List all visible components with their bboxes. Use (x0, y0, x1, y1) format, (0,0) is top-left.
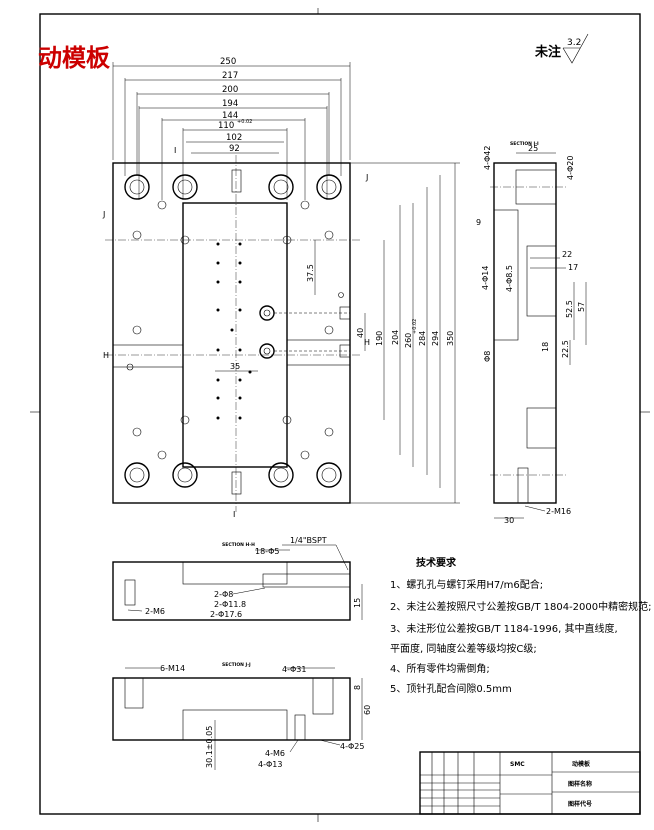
dim-22-5: 22.5 (561, 340, 570, 358)
dim-phi8: Φ8 (483, 351, 492, 362)
dim-18: 18 (541, 342, 550, 352)
technical-requirements: 技术要求 1、螺孔孔与螺钉采用H7/m6配合; 2、未注公差按照尺寸公差按GB/… (390, 556, 652, 695)
roughness-symbol-icon (562, 33, 589, 64)
dim-37-5: 37.5 (306, 264, 315, 282)
dim-15: 15 (353, 598, 362, 608)
dim-260: 260 (404, 333, 413, 348)
callout-4-m6: 4-M6 (265, 749, 285, 758)
requirement-5: 5、顶针孔配合间隙0.5mm (390, 682, 512, 695)
callout-6-m14: 6-M14 (160, 664, 185, 673)
dim-40: 40 (356, 328, 365, 338)
requirement-1: 1、螺孔孔与螺钉采用H7/m6配合; (390, 578, 543, 591)
roughness-value: 3.2 (567, 38, 581, 48)
dim-30-1: 30.1±0.05 (205, 726, 214, 768)
section-mark-j-left: J (102, 210, 105, 219)
dim-200: 200 (222, 85, 238, 95)
section-mark-i-bottom: I (233, 510, 235, 519)
dim-204: 204 (391, 330, 400, 345)
dim-60: 60 (363, 705, 372, 715)
section-j-j-label: SECTION J-J (222, 662, 251, 668)
dim-22: 22 (562, 250, 572, 259)
requirement-3-cont: 平面度, 同轴度公差等级均按C级; (390, 642, 537, 655)
dim-110-tolerance: +0.02 (237, 119, 252, 125)
callout-4-phi13: 4-Φ13 (258, 760, 282, 769)
callout-18-phi5: 18-Φ5 (255, 547, 279, 556)
dim-102: 102 (226, 133, 242, 143)
dim-25: 25 (528, 144, 538, 153)
title-block-org: SMC (510, 761, 525, 768)
dim-52-5: 52.5 (565, 300, 574, 318)
callout-2-phi8: 2-Φ8 (214, 590, 233, 599)
requirement-3: 3、未注形位公差按GB/T 1184-1996, 其中直线度, (390, 622, 618, 635)
title-block-label-code: 图样代号 (568, 800, 592, 808)
requirements-heading: 技术要求 (416, 556, 457, 569)
dim-2-m16: 2-M16 (546, 507, 571, 516)
callout-2-m6: 2-M6 (145, 607, 165, 616)
dim-30: 30 (504, 516, 514, 525)
dim-92: 92 (229, 144, 240, 154)
dim-4-phi20: 4-Φ20 (566, 156, 575, 180)
section-i-i: SECTION I-I 25 4-Φ42 4-Φ20 9 22 17 4-Φ14… (476, 141, 587, 525)
dim-217: 217 (222, 71, 238, 81)
requirement-4: 4、所有零件均需倒角; (390, 662, 490, 675)
callout-4-phi25: 4-Φ25 (340, 742, 364, 751)
drawing-title: 动模板 (38, 43, 111, 72)
dim-4-phi8-5: 4-Φ8.5 (505, 265, 514, 292)
section-mark-i-top: I (174, 146, 176, 155)
section-h-h-label: SECTION H-H (222, 542, 255, 548)
section-mark-j-right: J (365, 173, 368, 182)
drawing-border (39, 13, 641, 815)
dim-144: 144 (222, 111, 238, 121)
dim-17: 17 (568, 263, 578, 272)
dim-8: 8 (353, 685, 362, 690)
section-j-j: SECTION J-J 6-M14 4-Φ31 4-Φ25 4-M6 4-Φ13… (112, 662, 372, 770)
plan-vertical-dims: 37.5 40 190 204 260 +0.02 284 294 350 35 (215, 162, 460, 504)
dim-260-tolerance: +0.02 (412, 319, 418, 334)
dim-57: 57 (577, 302, 586, 312)
section-j-j-body (112, 677, 351, 741)
dim-9: 9 (476, 218, 481, 227)
roughness-label: 未注 (534, 44, 561, 60)
callout-2-phi11-8: 2-Φ11.8 (214, 600, 246, 609)
section-h-h: SECTION H-H 18-Φ5 1/4"BSPT 2-Φ8 2-Φ11.8 … (112, 536, 363, 621)
section-mark-h-right: H (364, 338, 370, 347)
roughness-note: 未注 3.2 (534, 33, 589, 64)
callout-bspt: 1/4"BSPT (290, 536, 327, 545)
section-i-i-label: SECTION I-I (510, 141, 539, 147)
dim-194: 194 (222, 99, 238, 109)
section-mark-h-left: H (103, 351, 109, 360)
dim-35: 35 (230, 362, 240, 371)
section-i-i-body (493, 162, 557, 504)
plan-view: I I J J H H (102, 146, 370, 519)
dim-250: 250 (220, 57, 236, 67)
dim-4-phi14: 4-Φ14 (481, 266, 490, 290)
guide-holes (124, 174, 342, 488)
dim-284: 284 (418, 331, 427, 346)
dim-294: 294 (431, 331, 440, 346)
dim-350: 350 (446, 331, 455, 346)
dim-4-phi42: 4-Φ42 (483, 146, 492, 170)
dim-190: 190 (375, 331, 384, 346)
title-block-label-name: 图样名称 (568, 780, 592, 788)
title-block: SMC 动模板 图样名称 图样代号 (419, 751, 641, 815)
plate-outline (112, 162, 351, 504)
requirement-2: 2、未注公差按照尺寸公差按GB/T 1804-2000中精密规范; (390, 600, 652, 613)
callout-4-phi31: 4-Φ31 (282, 665, 306, 674)
cavity-pocket (182, 202, 288, 468)
title-block-part-name: 动模板 (572, 760, 591, 768)
plan-horizontal-dims: 250 217 200 194 144 110 +0.02 102 92 (112, 57, 351, 200)
dim-110: 110 (218, 121, 234, 131)
callout-2-phi17-6: 2-Φ17.6 (210, 610, 242, 619)
ejector-pin-holes (216, 242, 252, 420)
